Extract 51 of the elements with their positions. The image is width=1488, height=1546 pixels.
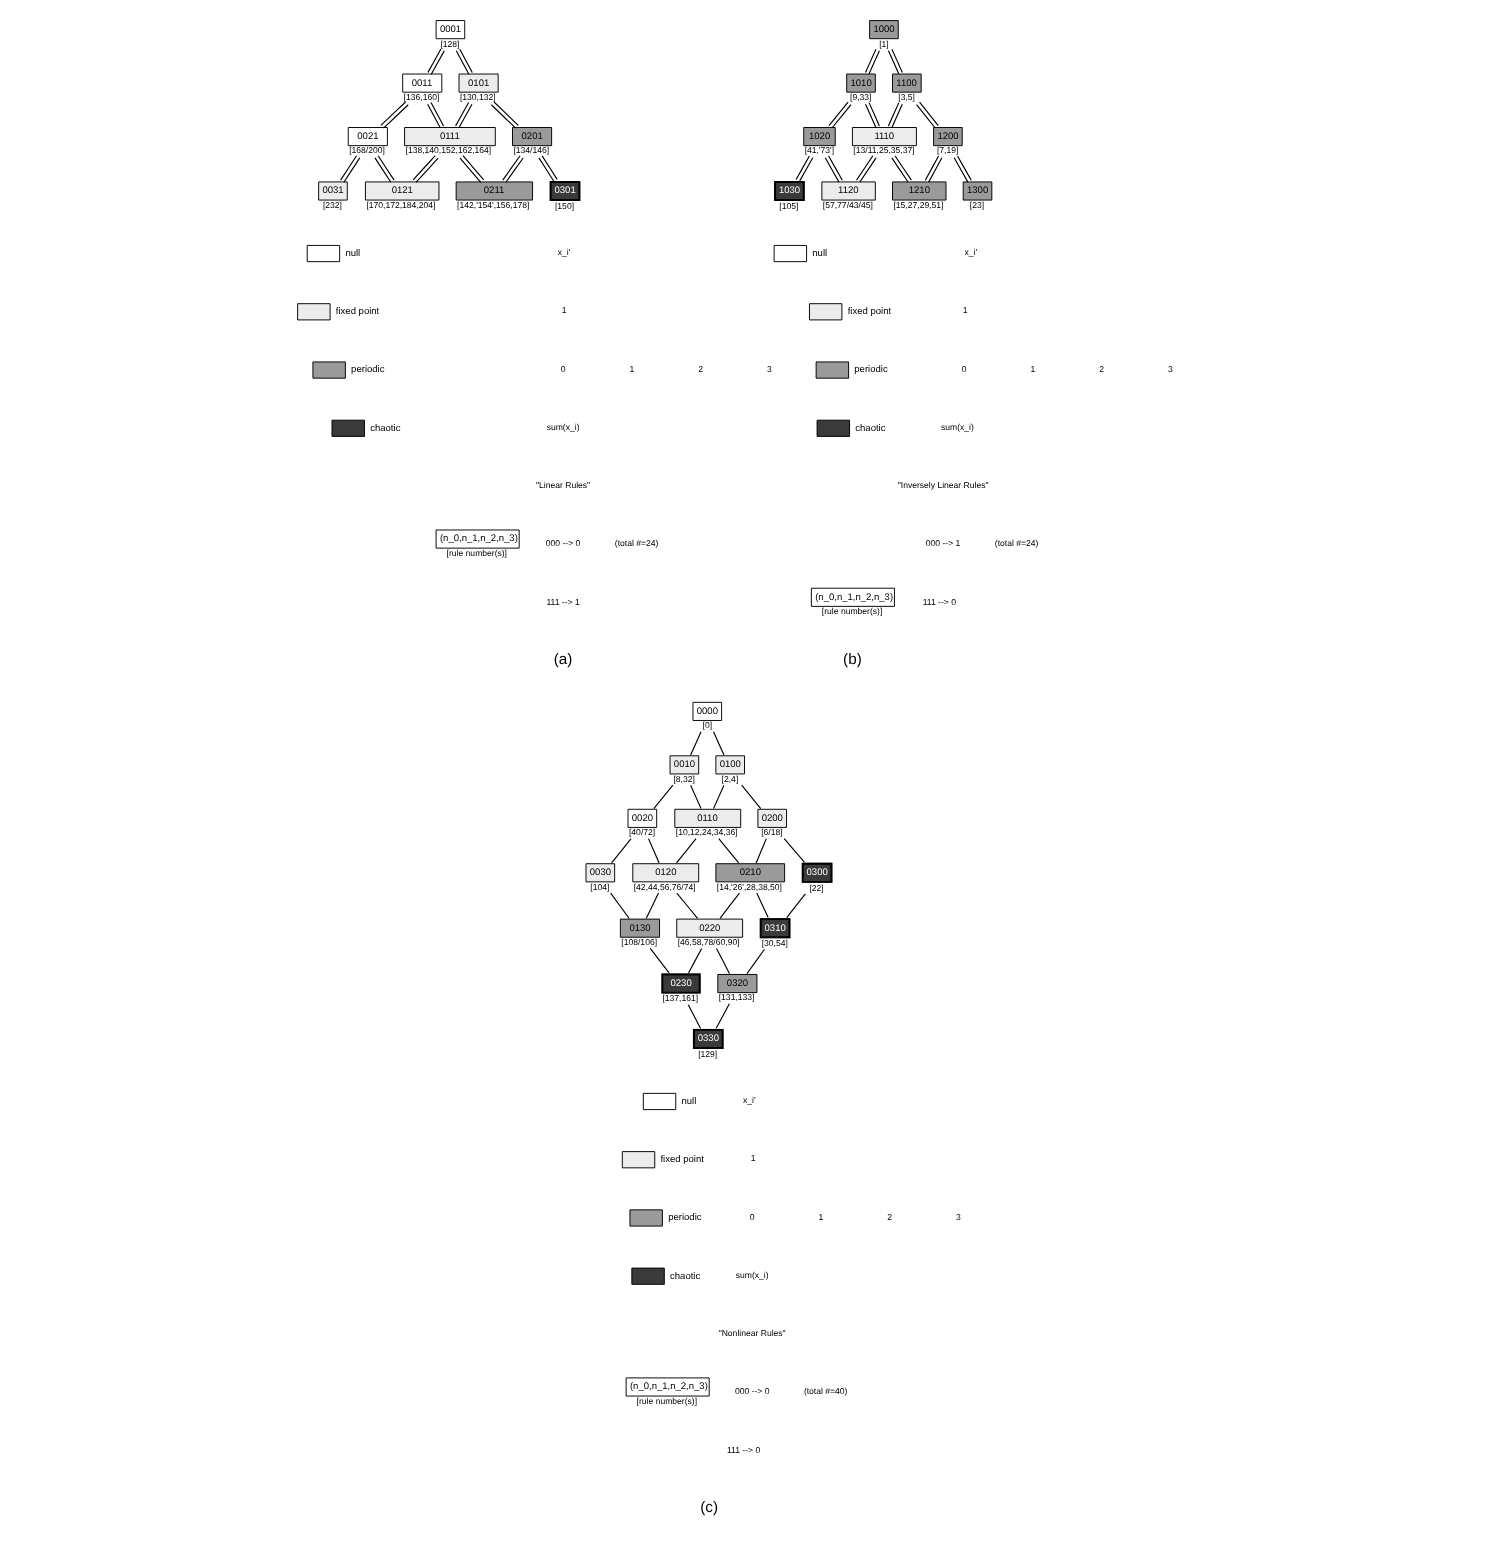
connector: [646, 838, 659, 864]
connector: [652, 784, 673, 810]
connector: [689, 784, 701, 810]
label: (a): [552, 650, 572, 669]
connector: [740, 784, 761, 810]
connector: [717, 838, 739, 864]
connector: [886, 48, 902, 75]
connector: [411, 155, 438, 184]
connector: [644, 892, 659, 919]
connector: [711, 731, 724, 756]
connector: [686, 1004, 701, 1029]
connector: [489, 101, 518, 129]
connector: [794, 155, 813, 182]
connector: [501, 155, 523, 183]
connector: [426, 101, 444, 129]
connector: [648, 947, 669, 974]
connector: [458, 155, 484, 183]
connector: [689, 731, 701, 756]
connector: [379, 101, 408, 129]
connector: [609, 892, 629, 919]
connector: [915, 101, 938, 129]
connector: [823, 155, 842, 183]
connector: [426, 48, 444, 75]
label: (c): [699, 1498, 718, 1517]
connector: [714, 947, 730, 975]
connector: [782, 838, 804, 863]
connector: [373, 155, 394, 183]
connector: [537, 155, 557, 183]
connector: [745, 948, 764, 975]
connector: [610, 838, 631, 864]
connector: [754, 838, 766, 864]
connector: [863, 48, 879, 75]
connector: [755, 892, 768, 919]
connector: [714, 1003, 729, 1029]
connector: [454, 48, 472, 75]
connector: [785, 893, 805, 919]
connector: [863, 102, 879, 129]
connector: [454, 101, 472, 129]
connector: [923, 155, 942, 183]
connector: [718, 892, 740, 919]
connector: [952, 155, 971, 183]
connector: [827, 101, 851, 129]
connector: [854, 155, 876, 183]
connector: [674, 838, 696, 864]
connector: [686, 947, 702, 974]
connector: [675, 892, 698, 919]
connector: [711, 784, 724, 810]
connector: [339, 155, 360, 183]
connector: [886, 102, 902, 129]
connector: [890, 155, 911, 183]
label: (b): [842, 650, 861, 669]
